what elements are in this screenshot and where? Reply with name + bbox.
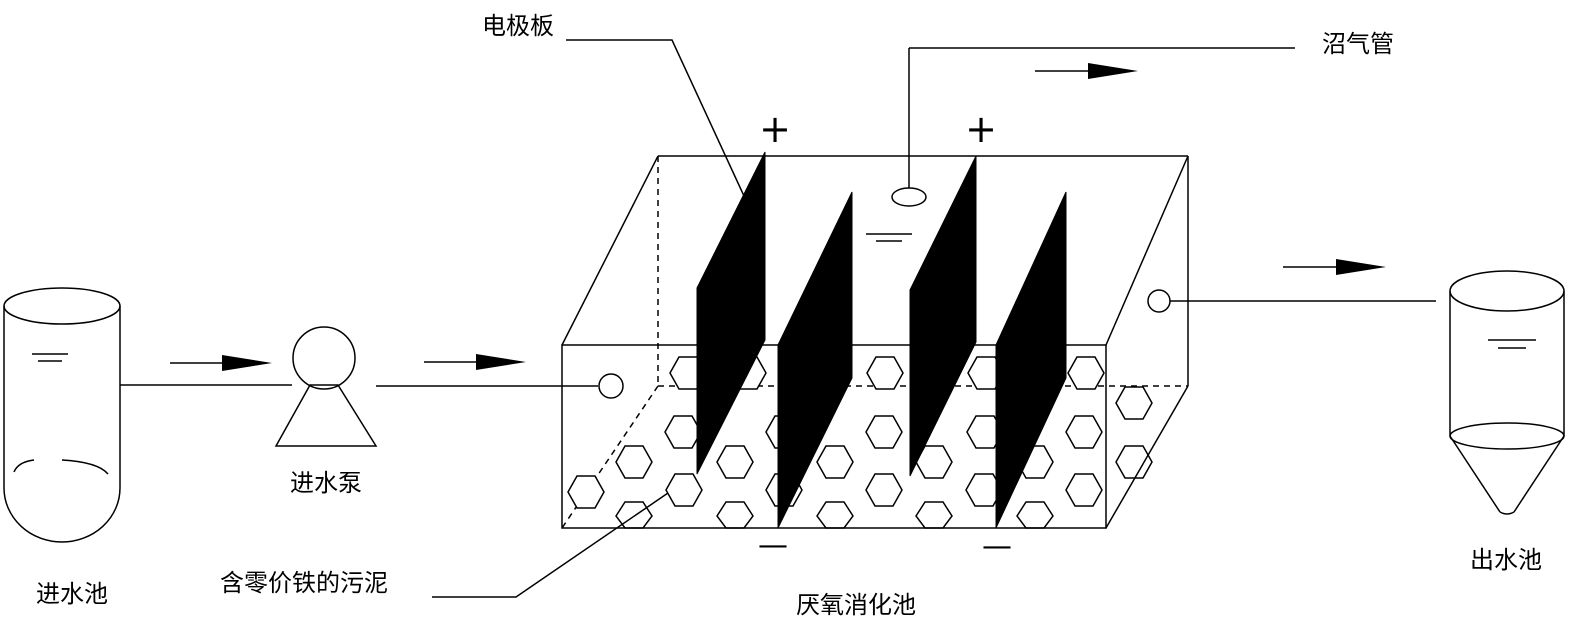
water-level-symbol xyxy=(1488,339,1536,349)
minus-sign-2: — xyxy=(982,529,1012,564)
minus-sign-1: — xyxy=(758,528,788,563)
electrode-leader-line xyxy=(566,39,745,197)
electrode-plate-negative-1 xyxy=(777,191,853,529)
electrode-label: 电极板 xyxy=(482,12,554,40)
flow-arrow-1 xyxy=(170,355,272,371)
flow-arrow-2 xyxy=(424,354,526,370)
plus-sign-2: + xyxy=(965,107,997,151)
outlet-port xyxy=(1147,289,1171,313)
electrode-plate-positive-1 xyxy=(696,151,766,475)
water-level-symbol xyxy=(32,353,68,362)
pump-label: 进水泵 xyxy=(290,469,362,497)
inlet-tank-label: 进水池 xyxy=(36,580,108,608)
sludge-leader-line xyxy=(432,492,669,598)
water-level-symbol xyxy=(866,233,912,242)
biogas-pipe-label: 沼气管 xyxy=(1322,30,1394,58)
flow-arrow-3 xyxy=(1283,259,1386,275)
pump xyxy=(274,326,378,447)
digester-label: 厌氧消化池 xyxy=(796,591,916,619)
sludge-label: 含零价铁的污泥 xyxy=(220,569,388,597)
biogas-pipe xyxy=(891,47,1295,207)
flow-arrow-biogas xyxy=(1035,63,1138,79)
inlet-tank xyxy=(3,287,121,543)
anaerobic-digester xyxy=(561,155,1189,529)
inlet-port xyxy=(598,373,624,399)
electrode-plates xyxy=(696,151,1067,529)
electrode-plate-positive-2 xyxy=(909,155,977,477)
outlet-tank xyxy=(1449,270,1565,515)
outlet-tank-label: 出水池 xyxy=(1470,546,1542,574)
plus-sign-1: + xyxy=(759,107,791,151)
electrode-plate-negative-2 xyxy=(995,191,1067,529)
